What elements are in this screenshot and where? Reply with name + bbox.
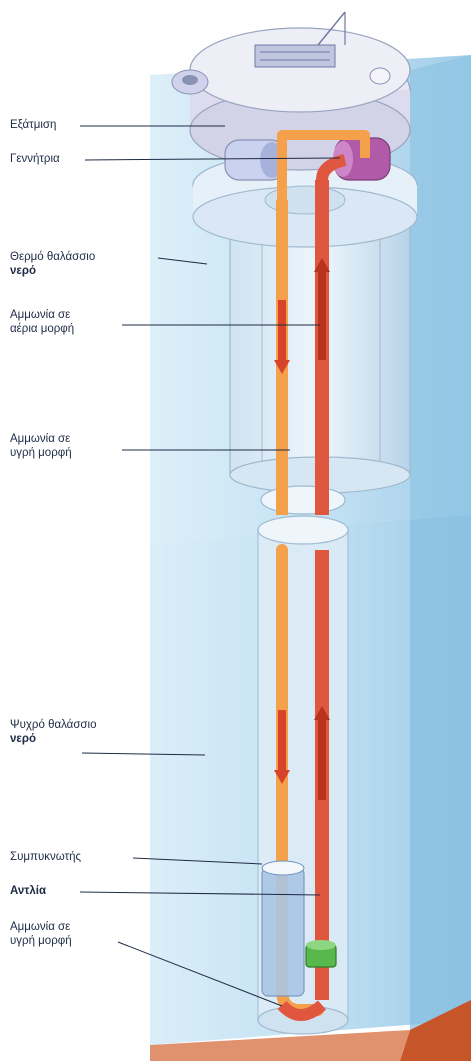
label-gas-ammonia-line2: αέρια μορφή <box>10 322 74 336</box>
label-warm-seawater-line2: νερό <box>10 264 95 278</box>
label-warm-seawater-line1: Θερμό θαλάσσιο <box>10 250 95 264</box>
label-liquid-ammonia-line1: Αμμωνία σε <box>10 432 72 446</box>
label-liquid-ammonia: Αμμωνία σε υγρή μορφή <box>10 432 72 460</box>
label-pump: Αντλία <box>10 884 46 898</box>
label-liquid-ammonia-bottom-line2: υγρή μορφή <box>10 934 72 948</box>
label-liquid-ammonia-bottom-line1: Αμμωνία σε <box>10 920 72 934</box>
label-cold-seawater: Ψυχρό θαλάσσιο νερό <box>10 718 96 746</box>
label-gas-ammonia: Αμμωνία σε αέρια μορφή <box>10 308 74 336</box>
label-gas-ammonia-line1: Αμμωνία σε <box>10 308 74 322</box>
condenser <box>262 861 304 996</box>
label-warm-seawater: Θερμό θαλάσσιο νερό <box>10 250 95 278</box>
label-generator: Γεννήτρια <box>10 152 60 166</box>
evaporator <box>225 140 285 180</box>
pump <box>306 940 336 967</box>
label-liquid-ammonia-bottom: Αμμωνία σε υγρή μορφή <box>10 920 72 948</box>
label-cold-seawater-line1: Ψυχρό θαλάσσιο <box>10 718 96 732</box>
label-evaporator: Εξάτμιση <box>10 118 56 132</box>
label-cold-seawater-line2: νερό <box>10 732 96 746</box>
label-liquid-ammonia-line2: υγρή μορφή <box>10 446 72 460</box>
label-condenser: Συμπυκνωτής <box>10 850 81 864</box>
